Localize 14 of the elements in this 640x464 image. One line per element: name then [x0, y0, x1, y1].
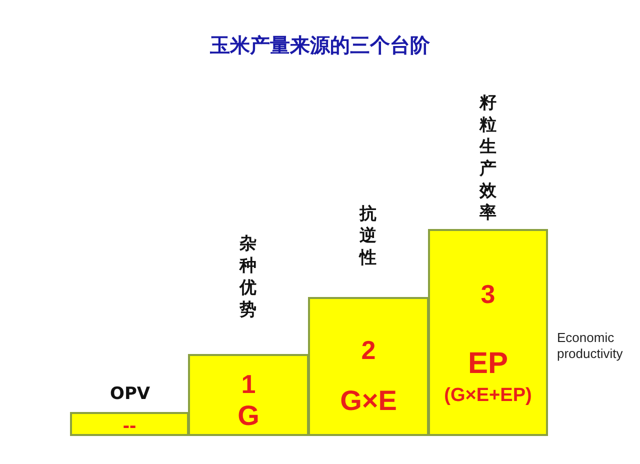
step-label: EP: [466, 349, 510, 379]
step-heading: 籽粒生产效率: [478, 92, 498, 224]
step-heading: 抗逆性: [358, 203, 378, 269]
step-label: (G×E+EP): [443, 386, 533, 405]
title: 玉米产量来源的三个台阶: [209, 32, 431, 59]
step-label: 1: [240, 371, 257, 397]
step-label: G×E: [339, 387, 398, 415]
step-label: G: [236, 402, 260, 430]
step-heading: 杂种优势: [238, 233, 258, 321]
step-label: 3: [480, 281, 496, 307]
side-note: Economic productivity: [557, 330, 624, 362]
step-label: --: [122, 416, 138, 436]
step-heading: OPV: [110, 384, 150, 404]
step-label: 2: [360, 337, 377, 363]
